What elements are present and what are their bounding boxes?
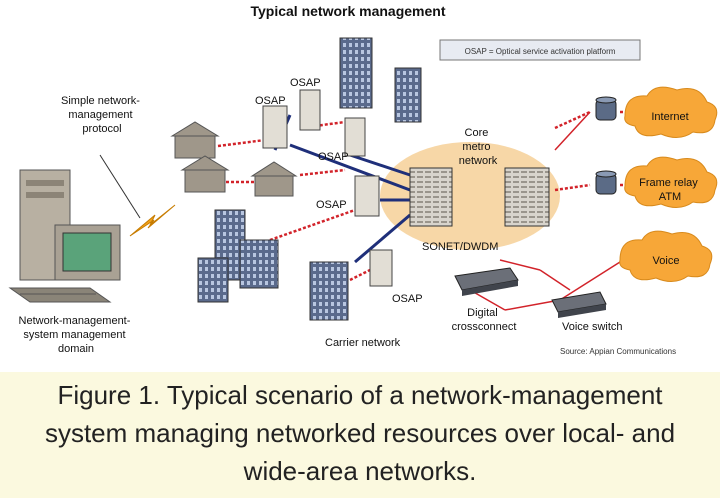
house-icon: [250, 161, 298, 197]
nms-domain-label: Network-management- system management do…: [19, 315, 134, 355]
digital-crossconnect-icon: [454, 267, 519, 296]
voice-label: Voice: [653, 255, 680, 267]
network-diagram: Typical network management OSAP = Optica…: [8, 3, 718, 356]
house-icon: [180, 155, 230, 193]
osap-label: OSAP: [290, 77, 321, 89]
digital-crossconnect-label: Digital crossconnect: [452, 307, 517, 333]
osap-box: [344, 117, 366, 157]
caption-line: wide-area networks.: [243, 456, 477, 486]
sonet-label: SONET/DWDM: [422, 241, 498, 253]
houses-group: [170, 121, 298, 197]
buildings: [197, 37, 422, 321]
osap-label: OSAP: [318, 151, 349, 163]
office-building-icon: [394, 67, 422, 123]
voice-switch-icon: [551, 291, 607, 318]
caption-line: system managing networked resources over…: [44, 418, 676, 448]
router-icon: [595, 96, 617, 121]
sonet-rack-icon: [409, 167, 453, 227]
osap-devices: [262, 89, 393, 287]
osap-label: OSAP: [392, 293, 423, 305]
routers: [595, 96, 617, 195]
lightning-bolt-icon: [129, 204, 176, 237]
osap-box: [299, 89, 321, 131]
office-building-icon: [197, 257, 229, 303]
snmp-label: Simple network- management protocol: [61, 95, 143, 135]
figure-caption: Figure 1. Typical scenario of a network-…: [0, 372, 720, 498]
osap-box: [354, 175, 380, 217]
diagram-title: Typical network management: [250, 3, 445, 19]
internet-label: Internet: [651, 111, 688, 123]
osap-label: OSAP: [255, 95, 286, 107]
osap-label: OSAP: [316, 199, 347, 211]
red-solid-links: [469, 111, 621, 311]
frame-relay-cloud-icon: [624, 156, 718, 208]
voice-cloud-icon: [619, 230, 713, 282]
office-building-icon: [239, 239, 279, 289]
legend: OSAP = Optical service activation platfo…: [439, 39, 641, 61]
frame-relay-label: Frame relay ATM: [639, 177, 701, 203]
caption-line: Figure 1. Typical scenario of a network-…: [57, 380, 663, 410]
office-building-icon: [339, 37, 373, 109]
osap-box: [262, 105, 288, 149]
internet-cloud-icon: [624, 86, 718, 138]
legend-text: OSAP = Optical service activation platfo…: [465, 47, 616, 56]
core-racks: [409, 167, 550, 227]
osap-box: [369, 249, 393, 287]
sonet-rack-icon: [504, 167, 550, 227]
labels: Simple network- management protocol Netw…: [19, 77, 701, 356]
snmp-pointer: [99, 154, 141, 219]
carrier-network-label: Carrier network: [325, 337, 401, 349]
house-icon: [170, 121, 220, 159]
voice-switch-label: Voice switch: [562, 321, 623, 333]
core-metro-label: Core metro network: [459, 127, 498, 167]
management-workstation-icon: [8, 169, 121, 303]
source-label: Source: Appian Communications: [560, 347, 676, 356]
router-icon: [595, 170, 617, 195]
office-building-icon: [309, 261, 349, 321]
